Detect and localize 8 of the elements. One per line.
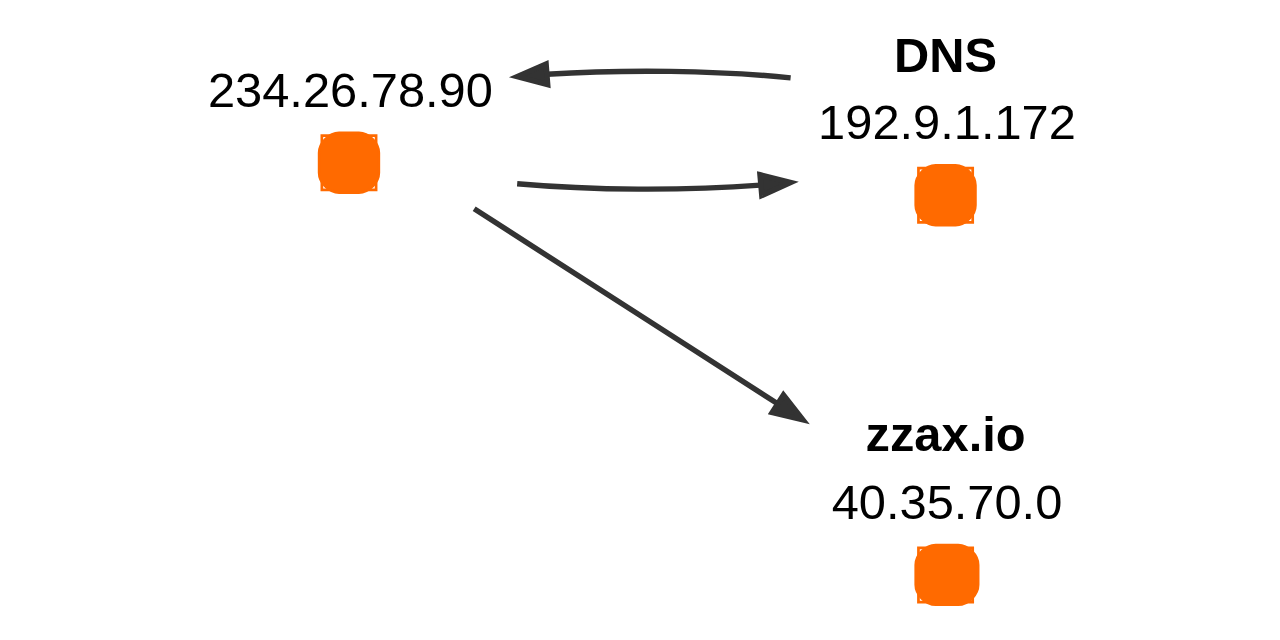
node-label: zzax.io [865,407,1026,462]
arrow [508,59,791,89]
arrow [472,206,810,425]
node-label: 40.35.70.0 [831,475,1062,530]
node-label: 234.26.78.90 [207,62,493,117]
node-label: DNS [893,27,997,82]
arrow [516,171,799,200]
node-label: 192.9.1.172 [817,95,1076,150]
